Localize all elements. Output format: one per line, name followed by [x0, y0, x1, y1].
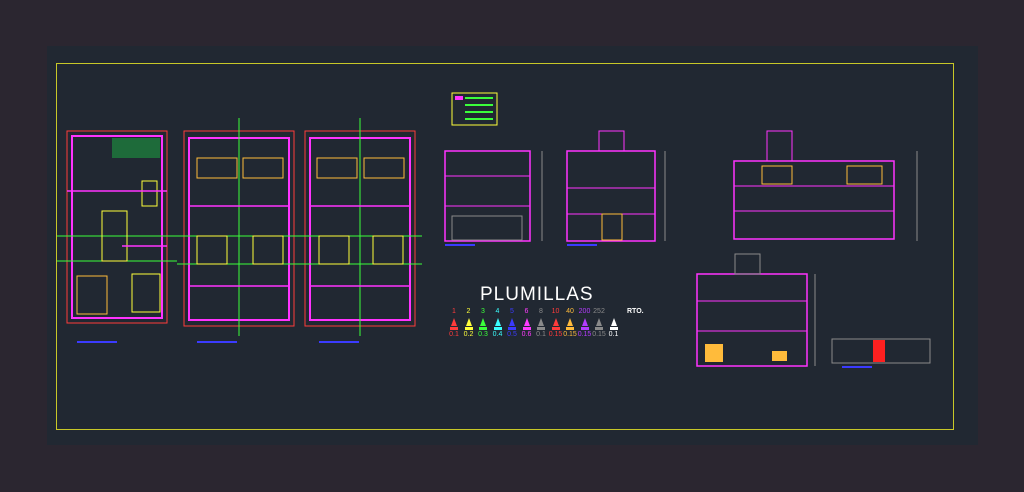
pen-number: 3: [481, 308, 485, 315]
front-elevation: [696, 253, 816, 367]
pen-number: 5: [510, 308, 514, 315]
rto-label: RTO.: [627, 308, 644, 315]
pen-icon: [609, 318, 618, 330]
section-view: [733, 130, 918, 241]
pen-icon: [464, 318, 473, 330]
pen-swatch: 0.1: [607, 308, 621, 338]
pen-number: 2: [466, 308, 471, 315]
pen-width: 0.15: [563, 331, 577, 338]
elevation-1: [444, 150, 543, 246]
side-elevation: [831, 338, 931, 368]
sheet-border: [56, 63, 954, 430]
pen-number: 4: [495, 308, 500, 315]
pen-width: 0.15: [592, 331, 606, 338]
cad-drawing[interactable]: [47, 46, 978, 445]
pen-number: 6: [524, 308, 529, 315]
pen-icon: [522, 318, 531, 330]
pen-number: 1: [452, 308, 456, 315]
pen-width: 0.4: [492, 331, 503, 338]
floor-plan-2: [177, 118, 302, 343]
pen-icon: [580, 318, 589, 330]
plumillas-title: PLUMILLAS: [480, 284, 594, 305]
pen-width: 0.3: [478, 331, 488, 338]
pen-icon: [566, 318, 574, 330]
pen-number: 200: [578, 308, 591, 315]
floor-plan-1: [57, 130, 177, 343]
pen-number: 40: [566, 308, 574, 315]
pen-number: 8: [539, 308, 543, 315]
layer-legend: [451, 92, 498, 126]
pen-icon: [493, 318, 502, 330]
pen-icon: [551, 318, 560, 330]
pen-width: 0.1: [608, 331, 619, 338]
floor-plan-3: [297, 118, 422, 343]
pen-icon: [595, 318, 603, 330]
pen-width: 0.5: [507, 331, 517, 338]
pen-width: 0.6: [521, 331, 532, 338]
pen-number: 10: [551, 308, 560, 315]
pen-width: 0.2: [463, 331, 474, 338]
pen-swatch: 200 0.15: [578, 308, 592, 338]
pen-icon: [479, 318, 487, 330]
pen-number: 252: [593, 308, 605, 315]
pen-icon: [508, 318, 516, 330]
pen-icon: [537, 318, 545, 330]
pen-width: 0.1: [536, 331, 546, 338]
pen-swatch: 252 0.15: [592, 308, 606, 338]
elevation-2: [566, 130, 666, 246]
pen-icon: [450, 318, 458, 330]
pen-number: [607, 308, 621, 317]
pen-width: 0.1: [449, 331, 459, 338]
pen-width: 0.15: [548, 331, 563, 338]
pen-width: 0.15: [577, 331, 592, 338]
